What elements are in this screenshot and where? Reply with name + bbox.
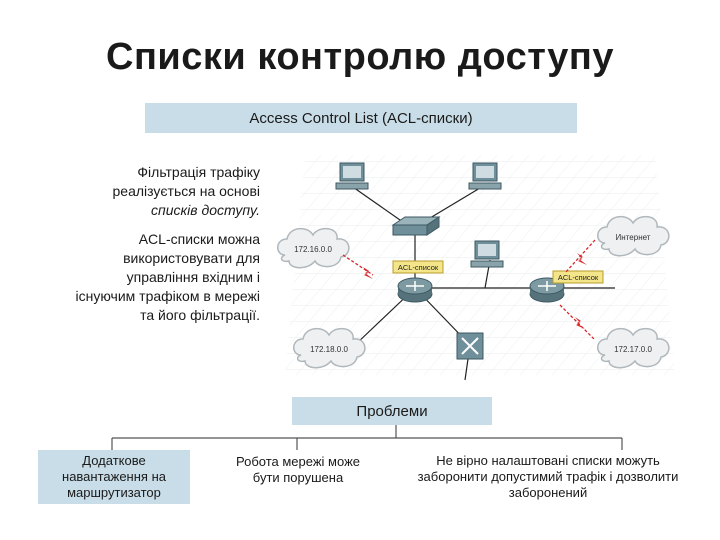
slide-title: Списки контролю доступу <box>106 36 614 78</box>
workstation-icon <box>470 240 504 268</box>
paragraph-line: управління вхідним і <box>126 269 260 285</box>
acl-label-text: ACL-список <box>558 273 599 282</box>
workstation-icon <box>335 162 369 190</box>
problem-item-text: Додаткове навантаження на маршрутизатор <box>62 453 166 500</box>
problem-item-router-load: Додаткове навантаження на маршрутизатор <box>38 450 190 504</box>
cloud-internet: Интернет <box>597 215 670 257</box>
paragraph-line: використовувати для <box>123 250 260 266</box>
cloud-label: 172.18.0.0 <box>310 345 348 354</box>
acl-label: ACL-список <box>552 270 604 284</box>
problem-item-misconfiguration: Не вірно налаштовані списки можуть забор… <box>412 450 684 504</box>
problem-item-text: Робота мережі може бути порушена <box>236 454 360 485</box>
cloud-label: 172.16.0.0 <box>294 245 332 254</box>
cloud-172-16: 172.16.0.0 <box>277 227 350 269</box>
cloud-172-18: 172.18.0.0 <box>293 327 366 369</box>
cloud-label: Интернет <box>616 233 651 242</box>
lightning-icons <box>363 253 587 329</box>
filtering-paragraph: Фільтрація трафіку реалізується на основ… <box>40 163 260 220</box>
switch-icon <box>391 216 441 236</box>
acl-label-text: ACL-список <box>398 263 439 272</box>
problems-box: Проблеми <box>292 397 492 425</box>
acl-header-bar: Access Control List (ACL-списки) <box>145 103 577 133</box>
switch-icon <box>456 332 484 360</box>
acl-label: ACL-список <box>392 260 444 274</box>
paragraph-line: існуючим трафіком в мережі <box>75 288 261 304</box>
cloud-172-17: 172.17.0.0 <box>597 327 670 369</box>
acl-usage-paragraph: ACL-списки можна використовувати для упр… <box>5 230 261 325</box>
paragraph-line: Фільтрація трафіку <box>137 164 260 180</box>
network-diagram: 172.16.0.0 Интернет 172.18.0.0 172.17.0.… <box>277 155 675 381</box>
workstation-icon <box>468 162 502 190</box>
paragraph-line: реалізується на основі <box>112 183 260 199</box>
paragraph-line: ACL-списки можна <box>138 231 260 247</box>
problem-item-text: Не вірно налаштовані списки можуть забор… <box>417 453 679 500</box>
router-icon <box>397 277 433 303</box>
paragraph-line: та його фільтрації. <box>140 307 260 323</box>
problems-title: Проблеми <box>356 402 428 420</box>
acl-header-text: Access Control List (ACL-списки) <box>249 109 473 127</box>
problem-item-network-disruption: Робота мережі може бути порушена <box>222 450 374 490</box>
paragraph-line-italic: списків доступу. <box>151 202 260 218</box>
cloud-label: 172.17.0.0 <box>614 345 652 354</box>
